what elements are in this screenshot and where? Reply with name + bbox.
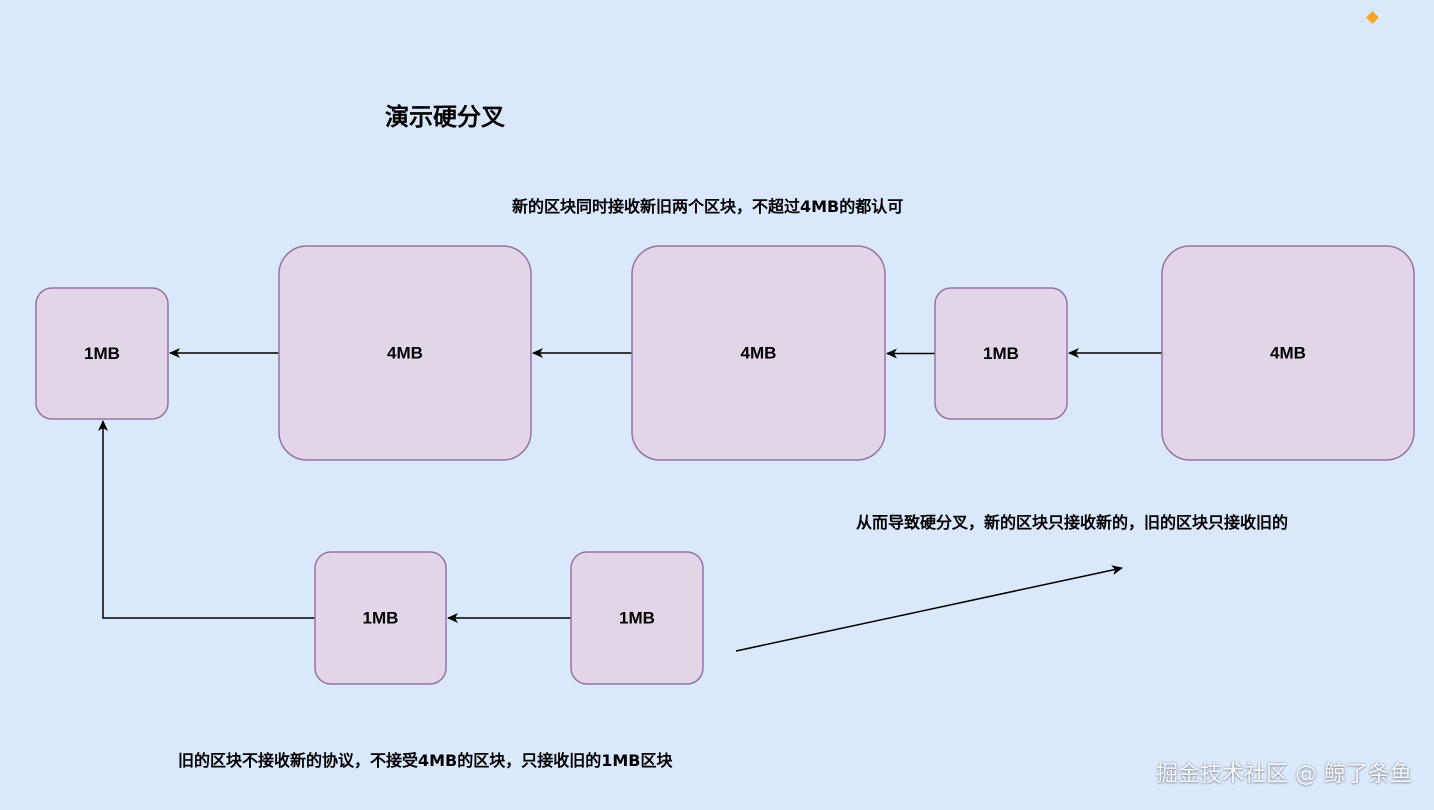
block-5: 4MB (1161, 245, 1415, 461)
block-box (314, 551, 447, 685)
divergence-arrow (735, 565, 1123, 652)
link-arrow-6 (98, 420, 315, 619)
block-7: 1MB (570, 551, 704, 685)
block-label: 1MB (363, 609, 399, 628)
block-box (570, 551, 704, 685)
block-box (1161, 245, 1415, 461)
block-6: 1MB (314, 551, 447, 685)
block-label: 1MB (84, 344, 120, 363)
block-label: 4MB (1270, 344, 1306, 363)
block-label: 1MB (983, 344, 1019, 363)
block-box (631, 245, 886, 461)
note-hard-fork-result: 从而导致硬分叉，新的区块只接收新的，旧的区块只接收旧的 (856, 513, 1289, 532)
note-new-block-accepts-both: 新的区块同时接收新旧两个区块，不超过4MB的都认可 (512, 197, 904, 216)
block-box (278, 245, 532, 461)
block-2: 4MB (278, 245, 532, 461)
block-4: 1MB (934, 287, 1068, 420)
block-label: 4MB (387, 344, 423, 363)
block-label: 4MB (741, 344, 777, 363)
block-3: 4MB (631, 245, 886, 461)
links-layer (98, 348, 1162, 623)
block-1: 1MB (35, 287, 169, 420)
block-box (35, 287, 169, 420)
watermark: 掘金技术社区 @ 鲸了条鱼 (1156, 762, 1412, 787)
diagram-title: 演示硬分叉 (385, 103, 505, 131)
block-label: 1MB (619, 609, 655, 628)
blocks-layer: 1MB 4MB 4MB 1MB 4MB 1MB 1MB (35, 245, 1415, 685)
note-old-block-rejects-new: 旧的区块不接收新的协议，不接受4MB的区块，只接收旧的1MB区块 (178, 751, 673, 770)
block-box (934, 287, 1068, 420)
